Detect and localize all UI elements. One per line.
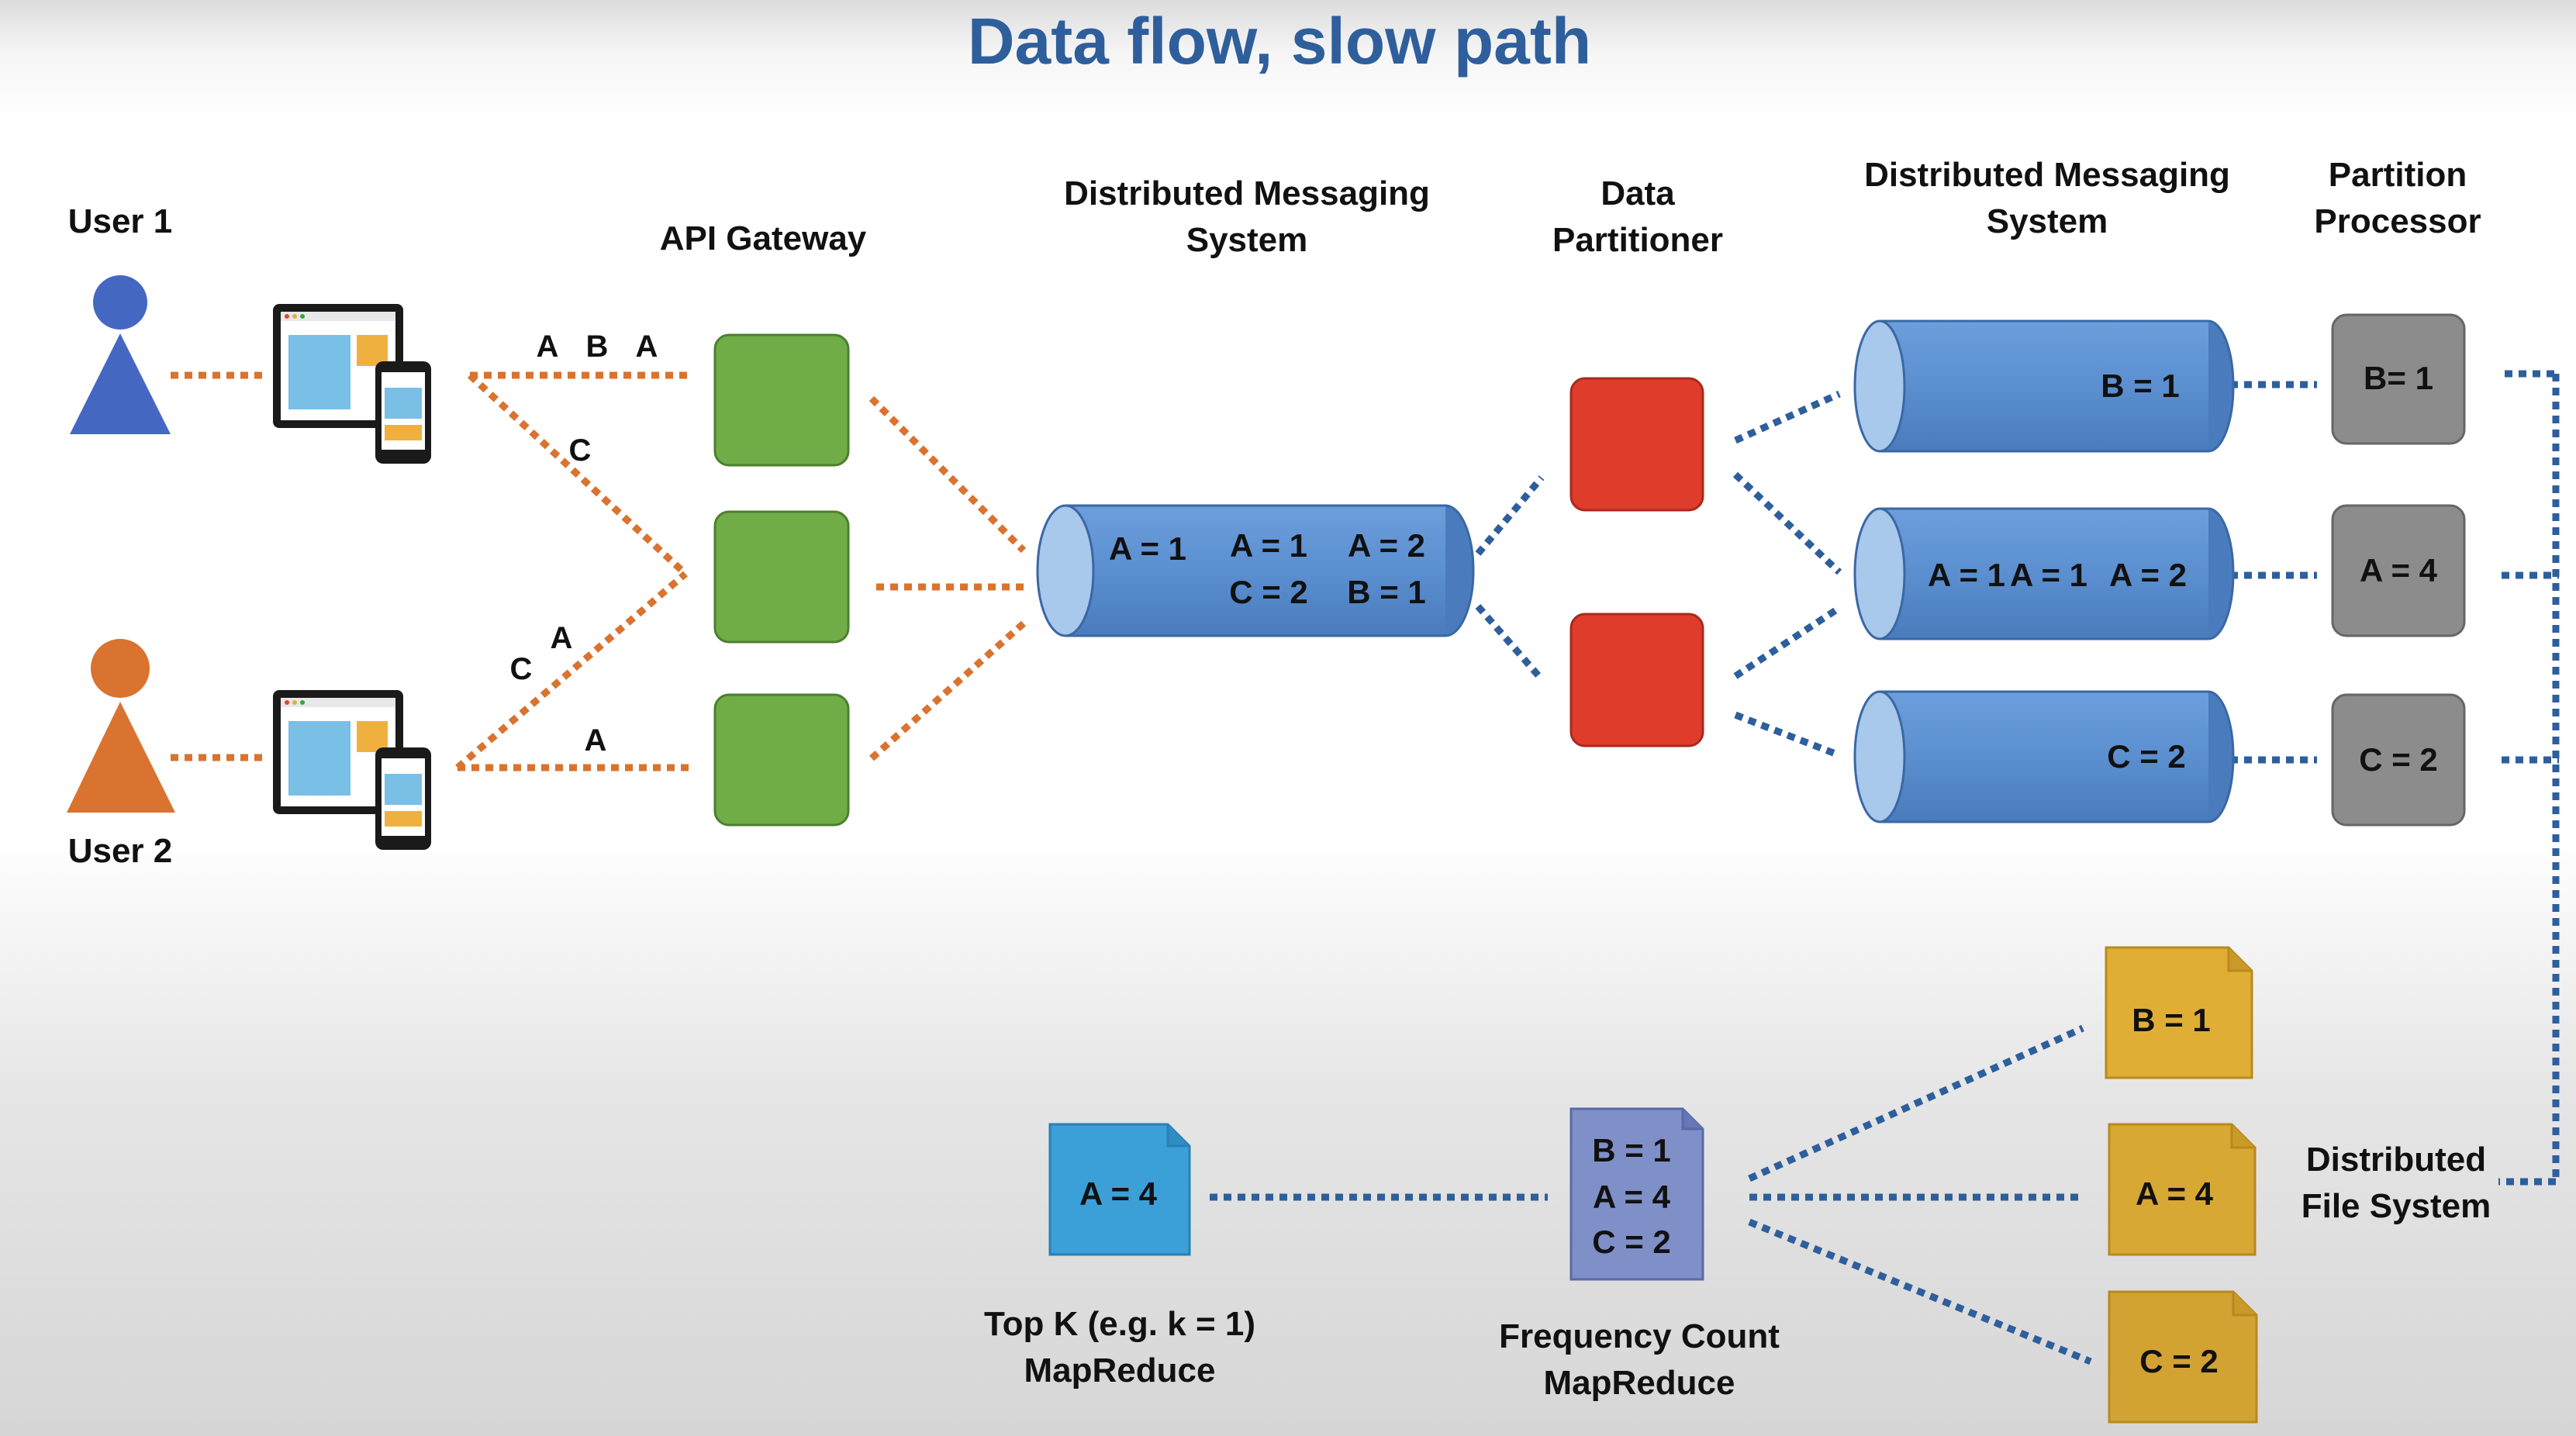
- processor-value: B= 1: [2364, 360, 2433, 396]
- flow-label: A: [585, 723, 607, 758]
- dms-2-label-line1: Distributed Messaging: [1864, 156, 2230, 194]
- queue-partition-item: A = 2: [2109, 557, 2187, 593]
- api-gateway-label: API Gateway: [660, 219, 867, 257]
- dfs-file-icon: [2105, 946, 2253, 1079]
- queue-partition-item: B = 1: [2101, 368, 2180, 404]
- dms-1-label-line2: System: [1186, 221, 1308, 259]
- queue-partition: [1853, 319, 2235, 453]
- user-2-label: User 2: [68, 832, 173, 870]
- blue-connectors: [1210, 370, 2560, 1365]
- dfs-file-icon: [2108, 1123, 2257, 1256]
- user-1-icon: [70, 275, 171, 434]
- processor-node: [2331, 504, 2466, 637]
- queue-partition-item: A = 1: [1928, 557, 2005, 593]
- dfs-file-value: A = 4: [2136, 1175, 2214, 1212]
- flow-label: C: [510, 652, 533, 686]
- flow-label: A: [636, 330, 658, 364]
- queue-partition: [1853, 690, 2235, 823]
- queue-partition-item: C = 2: [2107, 738, 2186, 775]
- frequency-count-label-line2: MapReduce: [1544, 1364, 1735, 1402]
- devices-icon-user-2: [273, 690, 431, 850]
- queue-main: [1036, 504, 1475, 637]
- dfs-label-line1: Distributed: [2306, 1141, 2486, 1179]
- topk-label-line1: Top K (e.g. k = 1): [984, 1305, 1255, 1343]
- partitioner-label-line2: Partitioner: [1552, 221, 1723, 259]
- orange-connectors: [171, 371, 1027, 772]
- page-title: Data flow, slow path: [968, 5, 1591, 78]
- processor-label-line1: Partition: [2329, 156, 2467, 194]
- frequency-count-line: B = 1: [1592, 1132, 1671, 1168]
- flow-label: A: [551, 621, 573, 655]
- queue-partition: [1853, 507, 2235, 640]
- processor-value: C = 2: [2359, 741, 2438, 778]
- flow-label: C: [569, 433, 592, 468]
- frequency-count-file-icon: [1569, 1107, 1704, 1281]
- dms-1-label-line1: Distributed Messaging: [1064, 174, 1430, 212]
- queue-main-item: B = 1: [1347, 574, 1426, 610]
- topk-label-line2: MapReduce: [1024, 1351, 1216, 1389]
- topk-value: A = 4: [1079, 1175, 1158, 1212]
- api-gateway-node: [713, 693, 850, 827]
- dfs-file-value: B = 1: [2132, 1002, 2211, 1038]
- frequency-count-label-line1: Frequency Count: [1499, 1317, 1780, 1355]
- topk-file-icon: [1048, 1123, 1191, 1256]
- frequency-count-line: C = 2: [1592, 1224, 1671, 1260]
- dms-2-label-line2: System: [1987, 202, 2108, 240]
- frequency-count-line: A = 4: [1593, 1179, 1671, 1215]
- devices-icon-user-1: [273, 304, 431, 464]
- api-gateway-node: [713, 510, 850, 644]
- api-gateway-node: [713, 333, 850, 467]
- queue-main-item: C = 2: [1229, 574, 1308, 610]
- partitioner-node: [1569, 377, 1704, 512]
- processor-node: [2331, 693, 2466, 827]
- flow-label: A: [537, 330, 559, 364]
- partitioner-label-line1: Data: [1601, 174, 1675, 212]
- processor-label-line2: Processor: [2314, 202, 2481, 240]
- queue-main-item: A = 1: [1230, 527, 1307, 564]
- dfs-file-value: C = 2: [2139, 1343, 2219, 1379]
- queue-partition-item: A = 1: [2010, 557, 2087, 593]
- partitioner-node: [1569, 613, 1704, 747]
- user-2-icon: [67, 639, 175, 813]
- queue-main-item: A = 1: [1109, 530, 1186, 567]
- user-1-label: User 1: [68, 202, 173, 240]
- flow-label: B: [586, 330, 609, 364]
- processor-node: [2331, 313, 2466, 445]
- dfs-file-icon: [2108, 1290, 2258, 1424]
- queue-main-item: A = 2: [1348, 527, 1425, 564]
- processor-value: A = 4: [2360, 552, 2438, 589]
- dfs-label-line2: File System: [2301, 1187, 2491, 1225]
